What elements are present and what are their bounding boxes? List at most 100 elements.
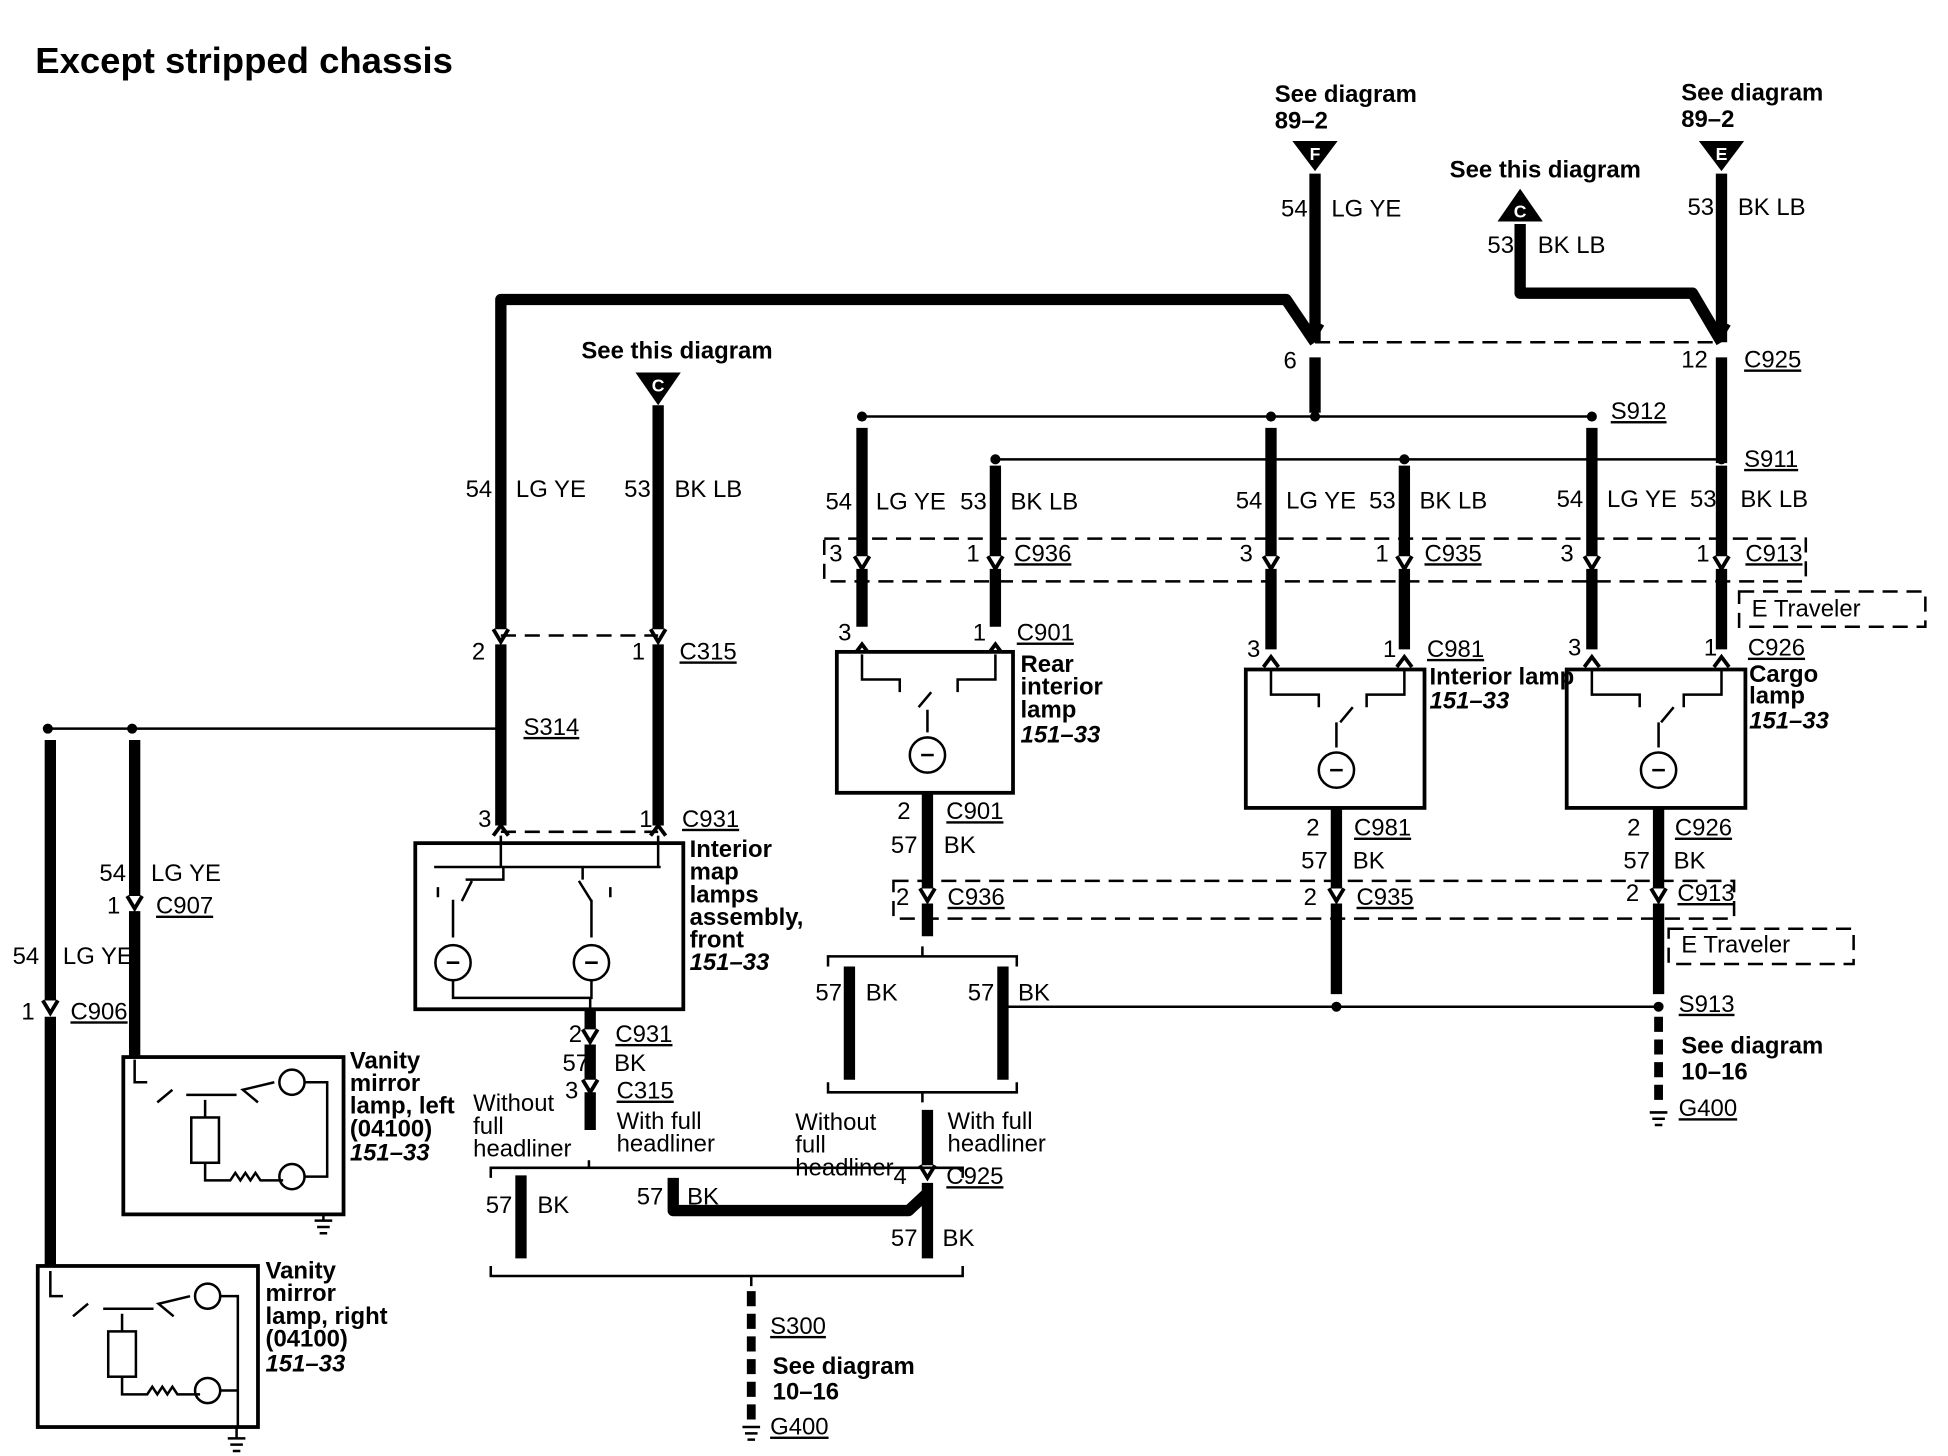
connector-f-flag [1292, 140, 1338, 172]
wire-label: BK [1674, 847, 1706, 874]
interior-lamp-ref: 151–33 [1430, 687, 1510, 714]
cargo-lamp-name: Cargo [1749, 661, 1818, 688]
connector-c906: C906 [70, 998, 127, 1025]
connector-c901-bottom: C901 [946, 798, 1003, 825]
rear-lamp-name: lamp [1021, 696, 1077, 723]
vanity-left-name: lamp, left [350, 1093, 455, 1120]
connector-c925-top: C925 [1744, 346, 1801, 373]
e-traveler-label-2: E Traveler [1681, 932, 1790, 959]
map-lamps-name: Interior [690, 836, 772, 863]
wire-label: BK [943, 1225, 975, 1252]
interior-lamp-name: Interior lamp [1430, 664, 1575, 691]
pin-label: 1 [632, 638, 645, 665]
splice-s913: S913 [1679, 991, 1735, 1018]
splice-s912: S912 [1611, 398, 1667, 425]
connector-c981-top: C981 [1427, 636, 1484, 663]
ref-c-up-text: See this diagram [1450, 156, 1641, 183]
connector-c907: C907 [156, 893, 213, 920]
wire-label: BK [1353, 847, 1385, 874]
pin-label: 1 [107, 893, 120, 920]
connector-c913-bottom: C913 [1677, 880, 1734, 907]
pin-label: 2 [896, 884, 909, 911]
wire-f-color: LG YE [1331, 195, 1401, 222]
ground-g400-bottom: G400 [770, 1414, 828, 1441]
pin-label: 3 [478, 806, 491, 833]
braces [489, 946, 1019, 1287]
pin-label: 2 [569, 1021, 582, 1048]
wire-label: 54 [1557, 486, 1584, 513]
components [35, 649, 1748, 1429]
note-with: headliner [617, 1130, 715, 1157]
connector-c926-top: C926 [1748, 635, 1805, 662]
pin-label: 3 [1560, 540, 1573, 567]
pin-label: 3 [565, 1078, 578, 1105]
note-with: With full [948, 1108, 1033, 1135]
connector-c925-bottom: C925 [946, 1163, 1003, 1190]
wire-label: BK [1018, 979, 1050, 1006]
wire-e-num: 53 [1688, 194, 1715, 221]
wire-f-num: 54 [1281, 195, 1308, 222]
wire-label: LG YE [516, 476, 586, 503]
vanity-right-name: mirror [266, 1280, 336, 1307]
wire-label: BK [944, 832, 976, 859]
map-lamps-box [413, 841, 686, 1012]
pin-label: 2 [472, 638, 485, 665]
wire-label: BK [537, 1192, 569, 1219]
rear-lamp-name: Rear [1021, 651, 1074, 678]
map-lamps-name: assembly, [690, 904, 804, 931]
vanity-right-box [35, 1264, 260, 1429]
pin-label: 3 [1240, 540, 1253, 567]
ref-s300-see-diagram: See diagram [773, 1353, 915, 1380]
pin-label: 1 [1375, 540, 1388, 567]
wire-label: 57 [815, 979, 842, 1006]
connector-c931-bottom: C931 [615, 1021, 672, 1048]
connector-c981-bottom: C981 [1354, 815, 1411, 842]
wire-label: LG YE [1286, 487, 1356, 514]
wire-label: BK [687, 1183, 719, 1210]
pin-label: 1 [1696, 540, 1709, 567]
vanity-left-name: Vanity [350, 1047, 421, 1074]
note-without: headliner [473, 1135, 571, 1162]
pin-label: 1 [639, 806, 652, 833]
wire-label: 54 [826, 489, 853, 516]
map-lamps-name: map [690, 859, 739, 886]
vanity-right-name: (04100) [266, 1326, 348, 1353]
map-lamps-name: lamps [690, 881, 759, 908]
wire-label: 54 [1236, 487, 1263, 514]
connector-c315-bottom: C315 [617, 1078, 674, 1105]
map-lamps-name: front [690, 927, 744, 954]
connector-c935-top: C935 [1425, 540, 1482, 567]
pin-label: 1 [973, 620, 986, 647]
connector-c935-bottom: C935 [1357, 884, 1414, 911]
pin-label: 2 [1304, 884, 1317, 911]
wire-label: LG YE [63, 943, 133, 970]
wire-label: 53 [960, 489, 987, 516]
pin-label: 3 [838, 620, 851, 647]
wire-label: BK [614, 1050, 646, 1077]
vanity-left-ref: 151–33 [350, 1139, 430, 1166]
pin-label: 4 [893, 1163, 906, 1190]
vanity-left-box [121, 1055, 346, 1217]
wire-label: 53 [1690, 486, 1717, 513]
wires [44, 173, 1728, 1271]
pin-label: 1 [21, 998, 34, 1025]
wire-label: LG YE [151, 860, 221, 887]
pin-label: 1 [1704, 635, 1717, 662]
connector-c901-top: C901 [1017, 620, 1074, 647]
note-with: headliner [948, 1130, 1046, 1157]
ground-g400-right: G400 [1679, 1095, 1737, 1122]
cargo-lamp-ref: 151–33 [1749, 708, 1829, 735]
note-without: full [795, 1132, 826, 1159]
splice-s911: S911 [1744, 446, 1798, 473]
wire-label: 57 [891, 1225, 918, 1252]
vanity-left-name: mirror [350, 1070, 420, 1097]
splice-lines [42, 411, 1727, 1012]
flag-e-label: E [1716, 144, 1728, 164]
connector-e-flag [1698, 140, 1745, 172]
connector-c-flag-down [635, 372, 681, 406]
c925-pin-12: 12 [1681, 346, 1708, 373]
wire-label: BK LB [1010, 489, 1078, 516]
wire-label: 57 [563, 1050, 590, 1077]
